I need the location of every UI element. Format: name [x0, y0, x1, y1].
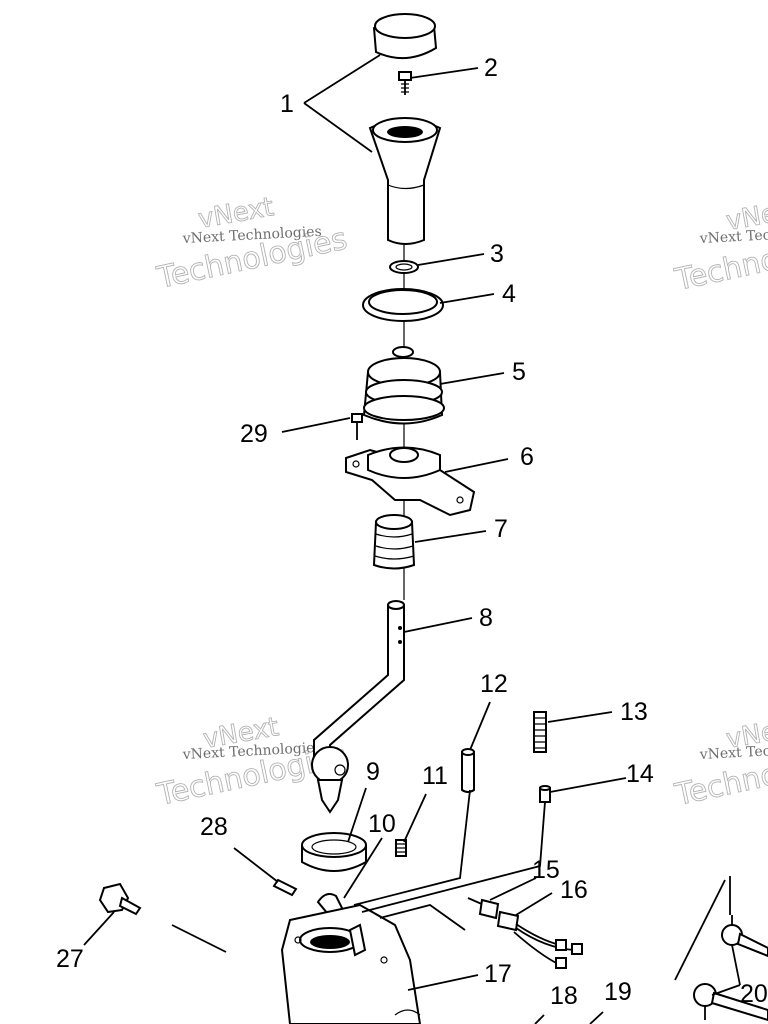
callout-7: 7: [494, 515, 508, 543]
switch-15-part: [467, 897, 500, 920]
callout-20: 20: [740, 980, 768, 1008]
screw-29-part: [351, 413, 363, 440]
bracket-step-line: [379, 904, 466, 931]
large-ring-part: [362, 288, 444, 322]
leader-lines: [83, 54, 741, 1024]
callout-4: 4: [502, 280, 516, 308]
plunger-14-part: [539, 785, 551, 803]
watermark-top-left: vNext vNext Technologies Technologies: [153, 192, 351, 297]
small-ring-inner: [395, 263, 413, 271]
callout-1: 1: [280, 90, 294, 118]
callout-17: 17: [484, 960, 512, 988]
watermark-text-2: vNext Technologies: [698, 224, 768, 247]
callout-6: 6: [520, 443, 534, 471]
spring-13-part: [533, 711, 547, 753]
watermark-text-4: vNext Technologies: [698, 740, 768, 763]
callout-13: 13: [620, 698, 648, 726]
callout-28: 28: [200, 813, 228, 841]
sleeve-part: [372, 514, 416, 570]
watermark-text-3: vNext Technologies: [181, 740, 322, 763]
spring-11-part: [395, 839, 407, 857]
callout-29: 29: [240, 420, 268, 448]
callout-3: 3: [490, 240, 504, 268]
bushing-part: [392, 346, 414, 358]
pin-28-part: [272, 878, 298, 897]
callout-11: 11: [422, 762, 448, 790]
small-ring-part: [389, 260, 419, 274]
callout-labels: 1 2 3 4 5 6 7 8 9 10 11 12 13 14 15 16 1…: [56, 54, 768, 1010]
shifter-base-part: [280, 903, 422, 1024]
rubber-boot-part: [362, 357, 445, 425]
callout-18: 18: [550, 982, 578, 1010]
watermark-text-1: vNext Technologies: [181, 224, 322, 247]
callout-2: 2: [484, 54, 498, 82]
callout-12: 12: [480, 670, 508, 698]
cylinder-12-part: [461, 748, 475, 793]
callout-14: 14: [626, 760, 654, 788]
mount-plate-part: [345, 446, 476, 517]
small-screw-part: [398, 71, 412, 95]
callout-15: 15: [532, 856, 560, 884]
detent-cup-part: [301, 832, 367, 872]
fitting-axis-line: [171, 924, 227, 953]
watermark-top-right: vNext vNext Technologies Technologies: [671, 194, 768, 299]
callout-8: 8: [479, 604, 493, 632]
shift-lever-part: [311, 600, 405, 814]
fitting-27-part: [98, 882, 142, 916]
shift-handle-part: [368, 117, 442, 245]
callout-27: 27: [56, 945, 84, 973]
knob-cap-part: [372, 13, 438, 60]
callout-10: 10: [368, 810, 396, 838]
bracket-track-lines: [353, 789, 546, 913]
watermark-mid-right: vNext vNext Technologies Technologies: [671, 712, 768, 814]
harness-16-part: [496, 910, 583, 969]
callout-19: 19: [604, 978, 632, 1006]
tie-rod-end-part: [693, 915, 768, 1022]
callout-9: 9: [366, 758, 380, 786]
callout-5: 5: [512, 358, 526, 386]
callout-16: 16: [560, 876, 588, 904]
